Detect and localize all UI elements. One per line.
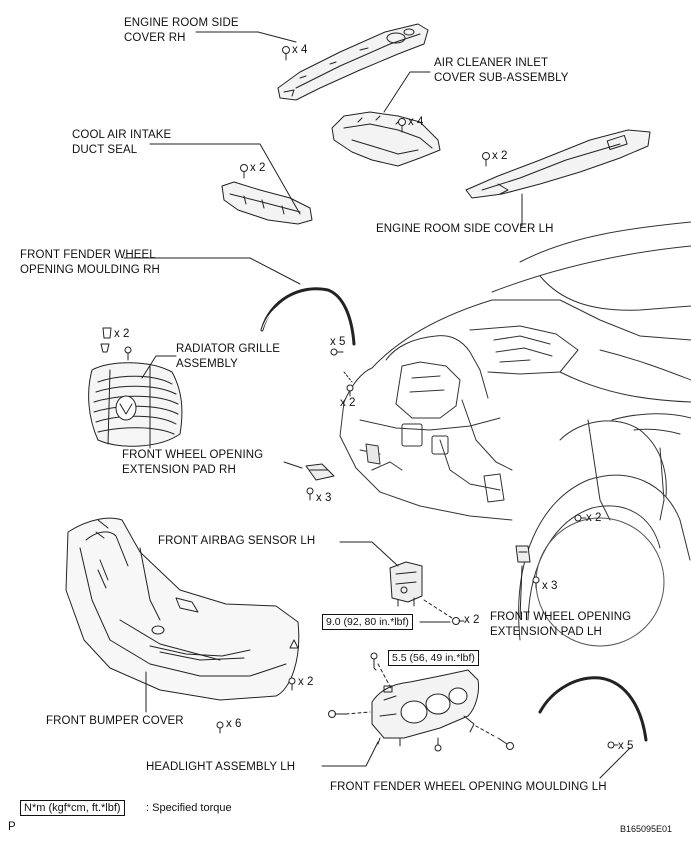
qty-air-cleaner: x 4 <box>408 116 424 128</box>
label-engine-room-side-cover-lh: ENGINE ROOM SIDE COVER LH <box>376 222 554 237</box>
fastener-icon <box>282 46 290 61</box>
torque-legend-text: : Specified torque <box>146 802 232 814</box>
qty-engine-cover-lh: x 2 <box>492 150 508 162</box>
leader-line <box>141 355 177 379</box>
engine-room-side-cover-rh-drawing <box>277 23 429 101</box>
fastener-icon <box>306 487 314 501</box>
qty-bumper-side: x 2 <box>298 676 314 688</box>
label-headlight-assembly-text: HEADLIGHT ASSEMBLY LH <box>146 761 296 773</box>
qty-intake-seal: x 2 <box>250 162 266 174</box>
label-moulding-lh: FRONT FENDER WHEEL OPENING MOULDING LH <box>330 780 607 795</box>
fastener-icon <box>288 677 296 691</box>
leader-line <box>283 461 303 469</box>
label-cool-air-intake-duct-seal-text: COOL AIR INTAKE DUCT SEAL <box>72 129 172 156</box>
label-front-bumper-cover: FRONT BUMPER COVER <box>46 714 184 729</box>
leader-line <box>195 31 297 43</box>
leader-line <box>377 663 393 691</box>
moulding-rh-drawing <box>260 287 356 346</box>
label-extension-pad-rh-text: FRONT WHEEL OPENING EXTENSION PAD RH <box>122 449 264 476</box>
label-front-airbag-sensor-text: FRONT AIRBAG SENSOR LH <box>158 535 316 547</box>
moulding-lh-drawing <box>538 676 648 742</box>
fastener-icon <box>482 152 490 167</box>
fastener-icon <box>452 617 465 625</box>
qty-grille-clip: x 2 <box>114 328 130 340</box>
fastener-icon <box>330 348 344 356</box>
qty-pad-lh: x 3 <box>542 580 558 592</box>
fastener-icon <box>398 118 406 133</box>
headlight-assembly-drawing <box>371 669 479 747</box>
qty-pad-rh: x 3 <box>316 492 332 504</box>
label-moulding-rh-text: FRONT FENDER WHEEL OPENING MOULDING RH <box>20 249 160 276</box>
fastener-icon <box>532 576 540 589</box>
bolt-icon <box>497 737 514 750</box>
bolt-icon <box>434 737 442 752</box>
leader-line <box>475 725 495 737</box>
figure-code: B165095E01 <box>620 824 673 834</box>
leader-line <box>383 71 431 113</box>
cool-air-intake-duct-seal-drawing <box>221 181 313 225</box>
leader-line <box>343 371 353 383</box>
front-bumper-cover-drawing <box>65 517 300 701</box>
label-engine-room-side-cover-rh: ENGINE ROOM SIDE COVER RH <box>124 16 239 46</box>
clip-icon <box>102 327 112 339</box>
extension-pad-lh-drawing <box>515 545 531 563</box>
radiator-grille-drawing <box>88 362 183 449</box>
leader-line <box>345 711 371 715</box>
torque-headlight: 5.5 (56, 49 in.*lbf) <box>388 650 479 666</box>
label-moulding-rh: FRONT FENDER WHEEL OPENING MOULDING RH <box>20 248 160 278</box>
engine-room-side-cover-lh-drawing <box>465 129 651 199</box>
fastener-icon <box>289 639 299 649</box>
fastener-icon <box>574 514 587 522</box>
air-cleaner-inlet-cover-drawing <box>331 111 441 167</box>
corner-mark: P <box>8 821 16 833</box>
label-engine-room-side-cover-lh-text: ENGINE ROOM SIDE COVER LH <box>376 223 554 235</box>
leader-line <box>339 541 399 567</box>
qty-wheel-lh: x 2 <box>586 512 602 524</box>
qty-moulding-rh: x 5 <box>330 336 346 348</box>
qty-moulding-lh: x 5 <box>618 740 634 752</box>
clip-icon <box>100 343 110 353</box>
label-air-cleaner-inlet-cover-text: AIR CLEANER INLET COVER SUB-ASSEMBLY <box>434 57 569 84</box>
label-cool-air-intake-duct-seal: COOL AIR INTAKE DUCT SEAL <box>72 128 171 158</box>
label-extension-pad-rh: FRONT WHEEL OPENING EXTENSION PAD RH <box>122 448 263 478</box>
label-engine-room-side-cover-rh-text: ENGINE ROOM SIDE COVER RH <box>124 17 239 44</box>
airbag-sensor-drawing <box>389 561 423 607</box>
fastener-icon <box>124 346 132 361</box>
vehicle-front-drawing <box>339 221 691 647</box>
qty-fender-rh: x 2 <box>340 397 356 409</box>
fastener-icon <box>346 384 354 397</box>
label-radiator-grille-text: RADIATOR GRILLE ASSEMBLY <box>176 343 280 370</box>
label-headlight-assembly: HEADLIGHT ASSEMBLY LH <box>146 760 295 775</box>
label-radiator-grille: RADIATOR GRILLE ASSEMBLY <box>176 342 280 372</box>
torque-legend-box: N*m (kgf*cm, ft.*lbf) <box>20 800 125 816</box>
label-extension-pad-lh: FRONT WHEEL OPENING EXTENSION PAD LH <box>490 610 631 640</box>
torque-airbag-sensor: 9.0 (92, 80 in.*lbf) <box>322 614 413 630</box>
leader-line <box>321 741 379 767</box>
leader-line <box>149 143 301 215</box>
label-front-airbag-sensor: FRONT AIRBAG SENSOR LH <box>158 534 315 549</box>
bolt-icon <box>328 710 347 718</box>
leader-line <box>519 565 523 619</box>
label-extension-pad-lh-text: FRONT WHEEL OPENING EXTENSION PAD LH <box>490 611 632 638</box>
fastener-icon <box>607 741 619 749</box>
label-air-cleaner-inlet-cover: AIR CLEANER INLET COVER SUB-ASSEMBLY <box>434 56 569 86</box>
fastener-icon <box>216 721 224 734</box>
bolt-icon <box>370 652 378 671</box>
qty-engine-cover-rh: x 4 <box>292 44 308 56</box>
leader-line <box>599 747 631 779</box>
leader-line <box>123 257 301 285</box>
fastener-icon <box>240 164 248 179</box>
qty-airbag: x 2 <box>464 614 480 626</box>
label-front-bumper-cover-text: FRONT BUMPER COVER <box>46 715 184 727</box>
extension-pad-rh-drawing <box>305 463 335 481</box>
qty-bumper-bottom: x 6 <box>226 718 242 730</box>
leader-line <box>423 599 453 619</box>
label-moulding-lh-text: FRONT FENDER WHEEL OPENING MOULDING LH <box>330 781 607 793</box>
